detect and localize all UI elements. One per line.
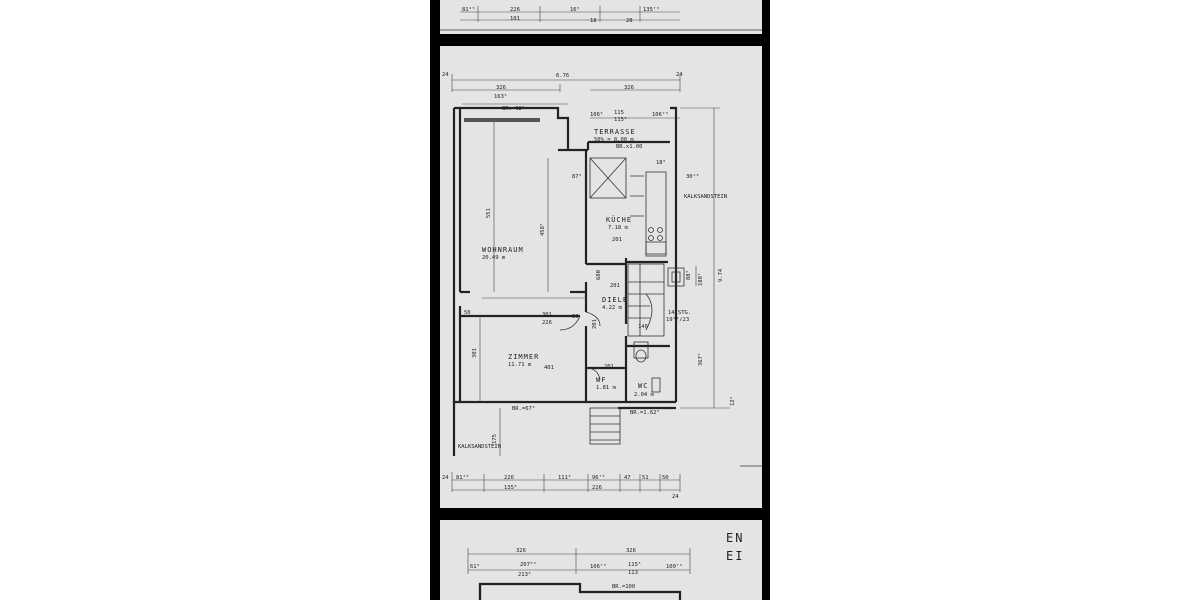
dim-label: 115⁵ xyxy=(628,561,641,568)
dim-label: 61⁵ xyxy=(470,563,480,570)
next-plan-sheet: 326 326 207⁶⁵ 213⁵ 61⁵ 106⁷⁵ 115⁵ 113 10… xyxy=(440,520,762,600)
dim-label: 201 xyxy=(610,283,620,289)
dim-label: 16⁵ xyxy=(570,6,580,13)
window-sill-label: BR.=62⁵ xyxy=(502,105,525,112)
sheet-title-fragment: EN xyxy=(726,531,744,545)
floor-plan-drawing: 6.76 24 24 326 163⁵ 326 9.74 BR.=62⁵ BR.… xyxy=(442,72,762,500)
dim-label: 47 xyxy=(624,475,631,481)
room-br-terrasse: BR.x1.00 xyxy=(616,144,643,150)
dim-label: 24 xyxy=(442,475,449,481)
dim-label: 326 xyxy=(624,85,634,91)
dim-label: 106⁵ xyxy=(590,111,603,118)
window-sill-label: BR.=1.62⁵ xyxy=(630,409,660,416)
room-area-wf: 1.81 m xyxy=(596,385,617,391)
dim-label: 30 xyxy=(572,314,579,320)
room-area-wohnraum: 20.49 m xyxy=(482,255,506,261)
dim-label: 113 xyxy=(628,570,638,576)
material-label: KALKSANDSTEIN xyxy=(684,194,727,200)
dim-label: 81²⁵ xyxy=(456,474,469,481)
room-name-zimmer: ZIMMER xyxy=(508,353,539,361)
stair-label: 14 STG. xyxy=(668,310,691,316)
dim-label: 226 xyxy=(592,485,602,491)
stair-ratio-label: 19⁶⁴/23 xyxy=(666,316,689,323)
sheet-title-fragment: EI xyxy=(726,549,744,563)
room-area-diele: 4.22 m xyxy=(602,305,623,311)
dim-label: 101 xyxy=(510,16,520,22)
dim-label: 88⁵ xyxy=(685,270,692,280)
room-width-zimmer: 401 xyxy=(544,365,554,371)
dim-label: 551 xyxy=(486,208,492,218)
room-name-terrasse: TERRASSE xyxy=(594,128,636,136)
dim-label: 175 xyxy=(492,434,498,444)
overall-height-label: 9.74 xyxy=(718,268,724,282)
dim-label: 188⁵ xyxy=(697,273,704,286)
dim-label: 87⁵ xyxy=(572,173,582,180)
room-area-kuche: 7.18 m xyxy=(608,225,629,231)
dim-label: 458⁵ xyxy=(539,223,546,236)
image-viewer: 81²⁵ 226 16⁵ 135⁷⁵ 101 18 28 xyxy=(430,0,770,600)
room-width-wf: 201 xyxy=(604,364,614,370)
dim-label: 50 xyxy=(662,475,669,481)
room-name-kuche: KÜCHE xyxy=(606,215,632,224)
dim-label: 201 xyxy=(592,319,598,329)
dim-label: 135⁵ xyxy=(504,484,517,491)
corner-dim-label: 24 xyxy=(442,72,449,78)
window-sill-label: BR.=67⁵ xyxy=(512,405,535,412)
room-spec-terrasse: 50% = 8.00 m xyxy=(594,137,634,143)
window-sill-label: BR.=100 xyxy=(612,584,635,590)
dim-label: 207⁶⁵ xyxy=(520,561,537,568)
room-area-zimmer: 11.71 m xyxy=(508,362,532,368)
dim-label: 226 xyxy=(504,475,514,481)
room-name-diele: DIELE xyxy=(602,296,628,304)
room-name-wf: WF xyxy=(596,376,606,384)
dim-label: 18⁵ xyxy=(656,159,666,166)
dim-label: 326 xyxy=(496,85,506,91)
dim-label: 24 xyxy=(672,494,679,500)
room-area-wc: 2.04 m xyxy=(634,392,655,398)
dim-label: 18 xyxy=(590,18,597,24)
material-label: KALKSANDSTEIN xyxy=(458,444,501,450)
dim-label: 30¹⁵ xyxy=(686,173,699,180)
dim-label: 163⁵ xyxy=(494,93,507,100)
dim-label: 326 xyxy=(516,548,526,554)
dim-label: 106⁷⁵ xyxy=(652,111,669,118)
dim-label: 146 xyxy=(638,324,648,330)
dim-label: 301 xyxy=(472,348,478,358)
dim-label: 50 xyxy=(464,310,471,316)
room-name-wc: WC xyxy=(638,382,648,390)
dim-label: 28 xyxy=(626,18,633,24)
dim-label: 680 xyxy=(596,270,602,280)
dim-label: 115 xyxy=(614,110,624,116)
corner-dim-label: 24 xyxy=(676,72,683,78)
dim-label: 81²⁵ xyxy=(462,6,475,13)
overall-width-label: 6.76 xyxy=(556,73,569,79)
room-name-wohnraum: WOHNRAUM xyxy=(482,246,524,254)
dim-label: 106⁷⁵ xyxy=(590,563,607,570)
dim-label: 326 xyxy=(626,548,636,554)
dim-label: 135⁷⁵ xyxy=(643,6,660,13)
dim-label: 51 xyxy=(642,475,649,481)
dim-label: 226 xyxy=(542,320,552,326)
dim-label: 226 xyxy=(510,7,520,13)
dim-label: 12⁵ xyxy=(729,396,736,406)
dim-label: 213⁵ xyxy=(518,571,531,578)
dim-label: 96⁷⁵ xyxy=(592,474,605,481)
dim-label: 115⁵ xyxy=(614,116,627,123)
dim-label: 100⁷⁵ xyxy=(666,563,683,570)
dim-label: 367⁵ xyxy=(697,353,704,366)
floor-plan-sheet: 6.76 24 24 326 163⁵ 326 9.74 BR.=62⁵ BR.… xyxy=(440,46,762,508)
previous-plan-sheet: 81²⁵ 226 16⁵ 135⁷⁵ 101 18 28 xyxy=(440,0,762,34)
dim-label: 111⁵ xyxy=(558,474,571,481)
dim-label: 301 xyxy=(542,312,552,318)
room-width-kuche: 201 xyxy=(612,237,622,243)
